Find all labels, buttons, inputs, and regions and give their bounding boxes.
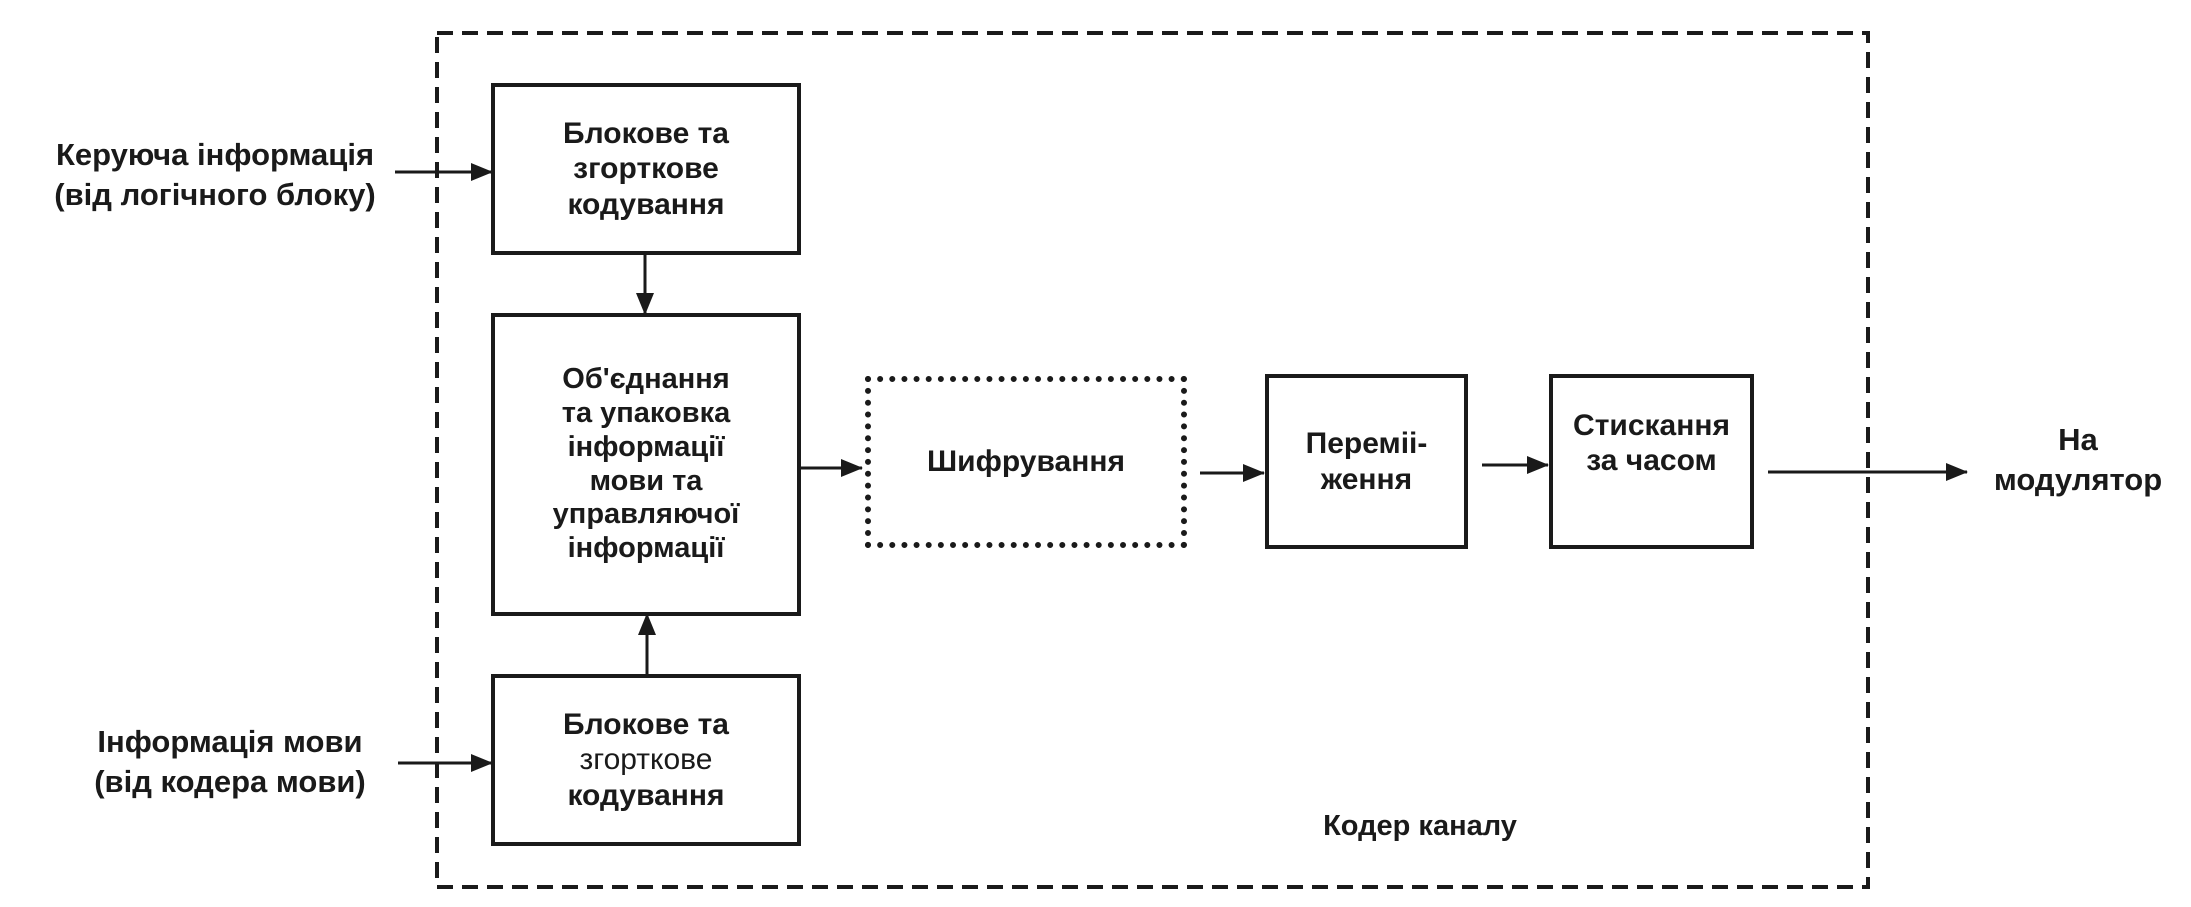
control-info-line-2: (від логічного блоку)	[54, 176, 376, 212]
speech-info-line-1: Інформація мови	[97, 724, 363, 759]
block-merge-line-2: та упаковка	[561, 396, 731, 429]
block-time-compression: Стискання за часом	[1549, 374, 1754, 549]
block-compression-line-2: за часом	[1586, 444, 1717, 478]
block-coding-bottom-line-1: Блокове та	[563, 707, 729, 741]
block-merge-pack: Об'єднання та упаковка інформації мови т…	[491, 313, 801, 616]
block-coding-bottom-line-3: кодування	[567, 778, 725, 812]
output-line-1: На	[2058, 422, 2098, 457]
block-interleaving-line-2: ження	[1320, 462, 1413, 496]
control-info-line-1: Керуюча інформація	[55, 137, 375, 172]
block-merge-line-3: інформації	[567, 430, 725, 463]
block-merge-line-4: мови та	[589, 464, 703, 497]
block-coding-top-line-2: згорткове	[573, 152, 719, 186]
speech-info-label: Інформація мови (від кодера мови)	[70, 722, 390, 801]
speech-info-line-2: (від кодера мови)	[94, 763, 366, 799]
block-merge-line-6: інформації	[567, 532, 725, 565]
output-line-2: модулятор	[1993, 461, 2163, 497]
control-info-label: Керуюча інформація (від логічного блоку)	[40, 135, 390, 214]
block-coding-bottom-line-2: згорткове	[579, 743, 713, 777]
output-modulator-label: На модулятор	[1978, 420, 2178, 499]
block-encryption-line-1: Шифрування	[927, 445, 1125, 479]
block-merge-line-1: Об'єднання	[562, 362, 730, 395]
block-merge-line-5: управляючої	[552, 498, 740, 531]
block-encryption: Шифрування	[865, 376, 1187, 548]
channel-coder-frame	[435, 31, 1870, 889]
block-coding-top: Блокове та згорткове кодування	[491, 83, 801, 255]
channel-coder-label-text: Кодер каналу	[1323, 810, 1517, 842]
block-coding-top-line-1: Блокове та	[563, 116, 729, 150]
block-coding-top-line-3: кодування	[567, 187, 725, 221]
block-interleaving: Переміі- ження	[1265, 374, 1468, 549]
block-interleaving-line-1: Переміі-	[1305, 427, 1428, 461]
block-coding-bottom: Блокове та згорткове кодування	[491, 674, 801, 846]
block-compression-line-1: Стискання	[1573, 409, 1730, 442]
channel-coder-label: Кодер каналу	[1290, 808, 1550, 845]
